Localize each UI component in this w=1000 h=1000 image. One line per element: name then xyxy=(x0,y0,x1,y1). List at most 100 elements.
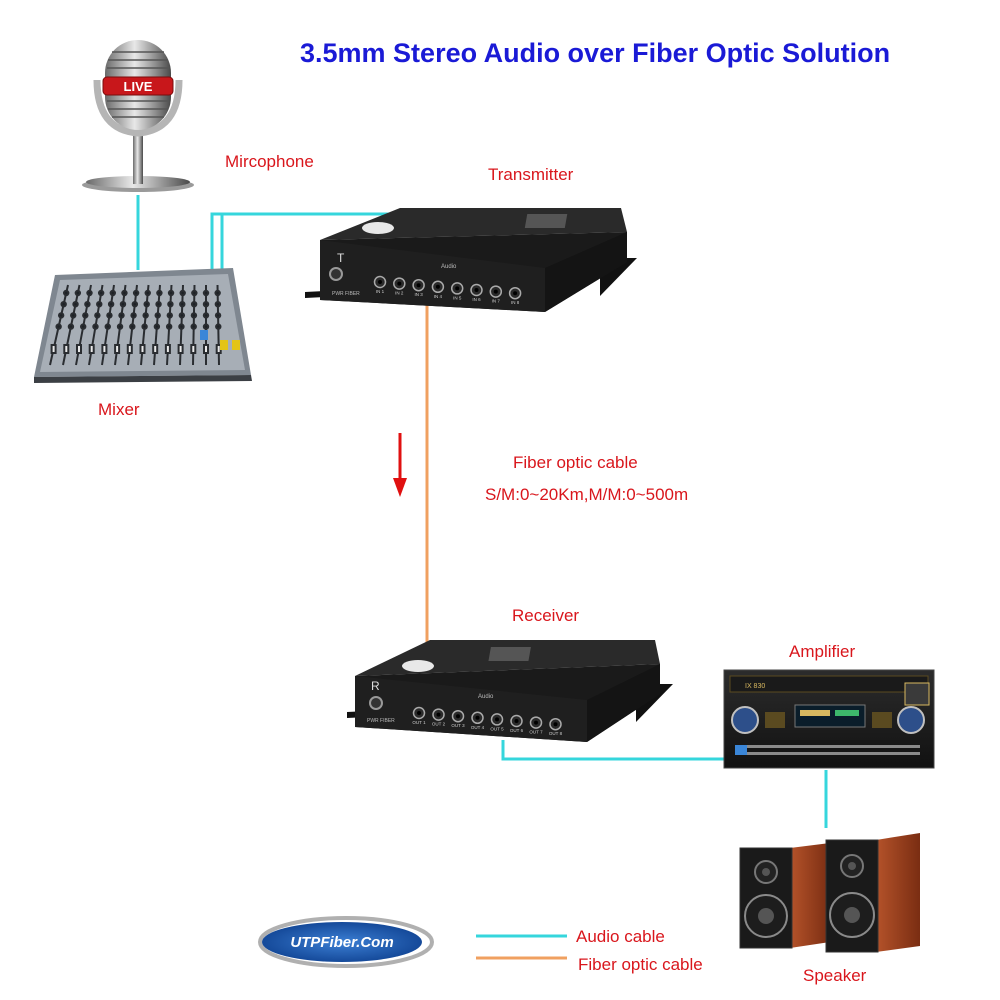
mixer-knob-icon xyxy=(121,289,128,297)
mixer-knob-icon xyxy=(96,301,103,308)
mixer-knob-icon xyxy=(132,289,140,297)
audio-port-hole xyxy=(534,720,538,725)
mixer-knob-icon xyxy=(214,289,221,297)
mixer-knob-icon xyxy=(92,323,99,330)
mixer-knob-icon xyxy=(104,323,111,330)
utpfiber-logo: UTPFiber.Com xyxy=(258,916,434,968)
mixer-knob-icon xyxy=(57,312,65,319)
microphone-icon: LIVE xyxy=(82,40,194,192)
mixer-knob-icon xyxy=(215,323,222,330)
mixer-knob-icon xyxy=(60,301,67,308)
mixer-knob-icon xyxy=(131,301,139,308)
mixer-knob-icon xyxy=(155,301,162,308)
mixer-knob-icon xyxy=(178,312,186,319)
mixer-knob-icon xyxy=(191,289,198,297)
mixer-knob-icon xyxy=(190,301,198,308)
mixer-knob-icon xyxy=(86,289,93,297)
mixer-knob-icon xyxy=(62,289,70,297)
mixer-knob-icon xyxy=(74,289,82,297)
port-label: IN 7 xyxy=(492,299,501,304)
mixer-knob-icon xyxy=(82,312,89,319)
mixer-knob-icon xyxy=(97,289,105,297)
mixer-label: Mixer xyxy=(98,400,140,419)
port-label: OUT 1 xyxy=(412,720,426,725)
amp-model-text: IX 830 xyxy=(745,683,765,690)
audio-port-hole xyxy=(435,284,440,289)
mixer-knob-icon xyxy=(166,312,173,319)
audio-port-hole xyxy=(553,722,558,727)
mixer-knob-icon xyxy=(190,323,197,330)
audio-port-hole xyxy=(416,283,421,288)
port-label: IN 8 xyxy=(511,300,520,305)
mixer-knob-icon xyxy=(165,323,173,330)
mixer-knob-icon xyxy=(144,289,151,297)
audio-port-hole xyxy=(495,717,499,722)
audio-port-hole xyxy=(475,715,480,720)
port-label: IN 6 xyxy=(472,297,481,302)
mixer-fader-icon xyxy=(177,344,184,354)
mixer-knob-icon xyxy=(106,312,113,319)
mixer-knob-icon xyxy=(143,301,150,308)
mixer-knob-icon xyxy=(190,312,198,319)
transmitter-letter: T xyxy=(337,251,345,265)
mixer-knob-icon xyxy=(179,289,186,297)
mixer-knob-icon xyxy=(80,323,87,330)
mixer-knob-icon xyxy=(179,301,186,308)
mixer-device xyxy=(34,268,252,383)
port-label: OUT 7 xyxy=(529,730,543,735)
logo-text: UTPFiber.Com xyxy=(290,934,393,951)
audio-port-hole xyxy=(397,281,402,286)
audio-port-hole xyxy=(455,286,460,291)
audio-port-hole xyxy=(436,712,441,717)
mixer-knob-icon xyxy=(116,323,124,330)
mixer-knob-icon xyxy=(129,323,136,330)
mixer-fader-icon xyxy=(114,344,121,354)
fiber-distance-label: S/M:0~20Km,M/M:0~500m xyxy=(485,485,689,504)
mixer-fader-icon xyxy=(139,344,146,354)
mixer-knob-icon xyxy=(167,289,175,297)
transmitter-label: Transmitter xyxy=(488,165,574,184)
audio-port-hole xyxy=(514,719,519,723)
direction-arrow-icon xyxy=(393,433,407,497)
port-label: OUT 5 xyxy=(490,726,504,731)
mixer-knob-icon xyxy=(214,312,222,319)
mixer-fader-icon xyxy=(101,344,108,354)
port-label: OUT 4 xyxy=(471,725,485,730)
port-label: OUT 6 xyxy=(510,728,524,733)
mixer-knob-icon xyxy=(202,289,210,297)
port-label: IN 1 xyxy=(376,289,385,294)
mixer-knob-icon xyxy=(167,301,174,308)
port-label: OUT 3 xyxy=(451,723,465,728)
mixer-knob-icon xyxy=(178,323,185,330)
mixer-knob-icon xyxy=(153,323,161,330)
rx-port-type: PWR FIBER xyxy=(367,718,395,724)
port-label: IN 4 xyxy=(434,294,443,299)
speaker-label: Speaker xyxy=(803,966,867,985)
legend-fiber-label: Fiber optic cable xyxy=(578,955,703,974)
fiber-cable-label: Fiber optic cable xyxy=(513,453,638,472)
rx-port-group-label: Audio xyxy=(478,694,494,700)
mixer-knob-icon xyxy=(142,312,149,319)
audio-port-hole xyxy=(474,288,479,292)
mixer-fader-icon xyxy=(76,344,82,354)
mixer-knob-icon xyxy=(154,312,161,319)
mixer-knob-icon xyxy=(119,301,127,308)
mixer-fader-icon xyxy=(63,344,70,354)
audio-port-hole xyxy=(513,291,518,296)
mixer-knob-icon xyxy=(72,301,79,308)
mic-badge-text: LIVE xyxy=(124,79,153,94)
mixer-knob-icon xyxy=(141,323,148,330)
mixer-knob-icon xyxy=(94,312,101,319)
port-label: IN 3 xyxy=(414,292,423,297)
port-label: IN 5 xyxy=(453,295,462,300)
mixer-knob-icon xyxy=(214,301,222,308)
mixer-knob-icon xyxy=(107,301,115,308)
audio-port-hole xyxy=(378,280,382,284)
mixer-knob-icon xyxy=(202,301,210,308)
mixer-fader-icon xyxy=(50,344,57,354)
receiver-letter: R xyxy=(371,679,380,693)
page-title: 3.5mm Stereo Audio over Fiber Optic Solu… xyxy=(300,38,891,68)
